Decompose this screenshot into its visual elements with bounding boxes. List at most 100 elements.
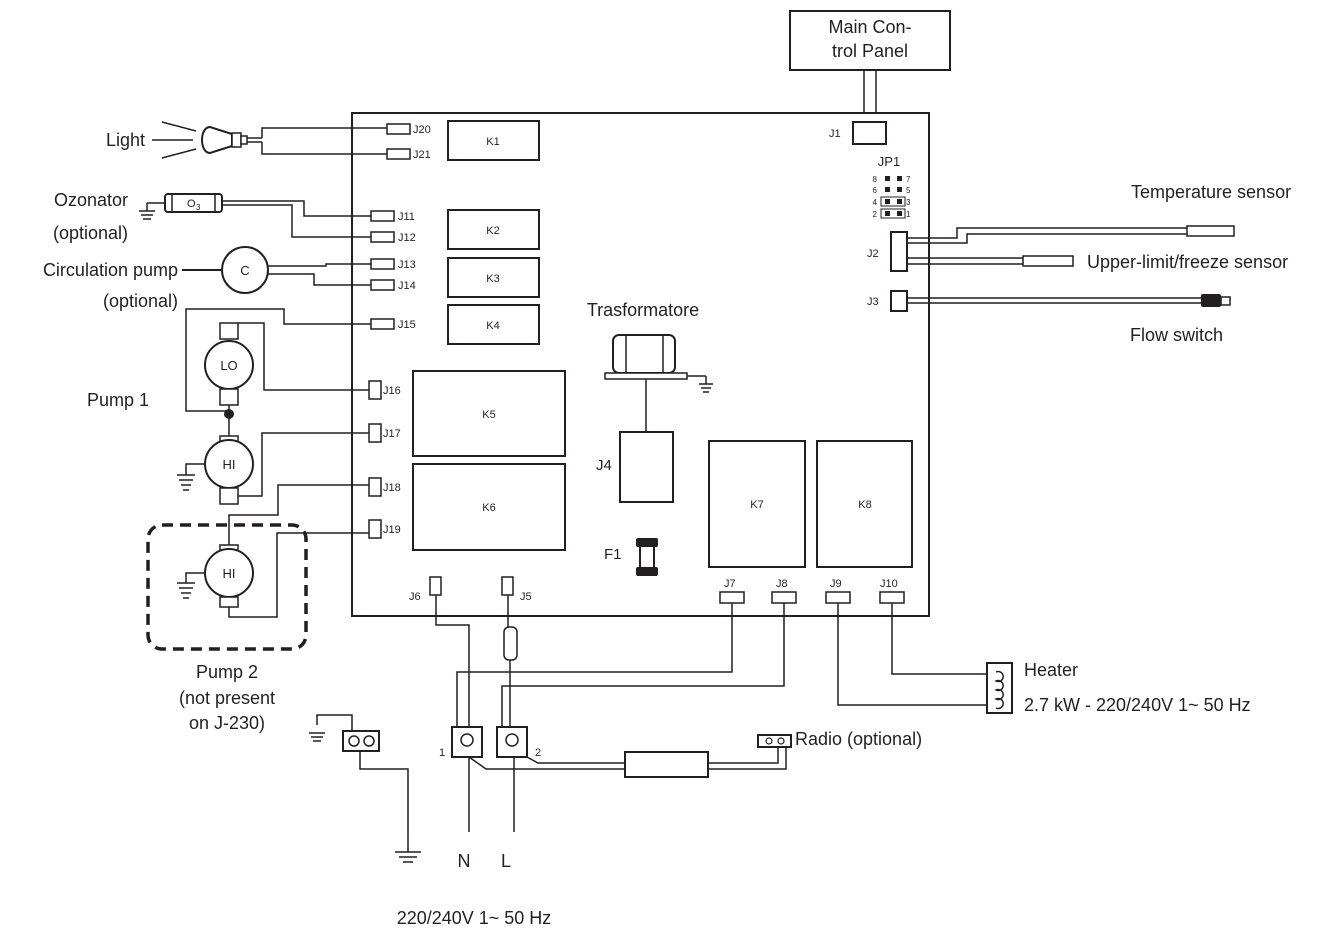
svg-text:F1: F1: [604, 546, 622, 563]
connector-j21: J21: [386, 148, 431, 161]
svg-text:J21: J21: [413, 149, 431, 161]
relay-k4: K4: [447, 304, 540, 345]
ozonator-symbol: O: [187, 198, 196, 210]
flow-switch-label: Flow switch: [1130, 325, 1223, 345]
terminal-2: [496, 726, 528, 758]
earth-terminal: [309, 714, 421, 863]
svg-text:7: 7: [906, 175, 911, 184]
svg-text:K1: K1: [486, 136, 499, 148]
svg-text:J5: J5: [520, 591, 532, 603]
svg-text:J15: J15: [398, 319, 416, 331]
ozonator-label-line2: (optional): [53, 223, 128, 243]
connector-j17: J17: [368, 423, 401, 443]
connector-j13: J13: [370, 258, 416, 271]
heater-spec: 2.7 kW - 220/240V 1~ 50 Hz: [1024, 695, 1251, 715]
connector-j3: J3: [867, 290, 908, 312]
relay-k3: K3: [447, 257, 540, 298]
svg-text:J7: J7: [724, 578, 736, 590]
svg-text:J11: J11: [398, 211, 415, 223]
pump-2-label-line2: (not present: [179, 688, 275, 708]
connector-j4: J4: [596, 431, 674, 503]
main-control-panel: Main Con- trol Panel: [789, 10, 951, 122]
svg-text:J17: J17: [383, 428, 401, 440]
svg-text:J16: J16: [383, 385, 401, 397]
connector-j15: J15: [370, 318, 416, 331]
svg-text:6: 6: [873, 186, 878, 195]
svg-text:J18: J18: [383, 482, 401, 494]
circulation-pump-label-line1: Circulation pump: [43, 260, 178, 280]
control-panel-label-line1: Main Con-: [828, 17, 911, 37]
connector-j19: J19: [368, 519, 401, 539]
relay-k2: K2: [447, 209, 540, 250]
svg-text:K6: K6: [482, 502, 495, 514]
svg-text:K7: K7: [750, 499, 763, 511]
svg-text:5: 5: [906, 186, 911, 195]
svg-text:J19: J19: [383, 524, 401, 536]
neutral-label: N: [458, 851, 471, 871]
ozonator-subscript: 3: [196, 203, 201, 212]
transformer: Trasformatore: [587, 300, 713, 432]
connector-j1: J1: [829, 121, 887, 145]
pump-1-hi-label: HI: [223, 457, 236, 472]
svg-text:K3: K3: [486, 273, 499, 285]
heater: Heater 2.7 kW - 220/240V 1~ 50 Hz: [837, 603, 1251, 715]
ozonator: Ozonator (optional) O 3: [53, 190, 371, 243]
temperature-sensor: Temperature sensor: [907, 182, 1291, 244]
connector-j14: J14: [370, 279, 416, 292]
mains-spec-label: 220/240V 1~ 50 Hz: [397, 908, 552, 928]
svg-text:4: 4: [873, 198, 878, 207]
svg-text:J6: J6: [409, 591, 421, 603]
transformer-label: Trasformatore: [587, 300, 699, 320]
terminal-1: [451, 726, 483, 758]
svg-text:J14: J14: [398, 280, 416, 292]
connector-j12: J12: [370, 231, 416, 244]
radio-label: Radio (optional): [795, 729, 922, 749]
fuse-f1: F1: [604, 538, 658, 576]
circulation-pump-symbol: C: [240, 263, 249, 278]
svg-text:J1: J1: [829, 128, 841, 140]
pump-2: HI Pump 2 (not present on J-230): [146, 484, 369, 733]
connector-j20: J20: [386, 123, 431, 136]
svg-text:K4: K4: [486, 320, 499, 332]
light: Light: [106, 121, 387, 159]
pump-1: Pump 1 LO HI: [87, 308, 371, 505]
pump-2-hi-label: HI: [223, 566, 236, 581]
control-panel-label-line2: trol Panel: [832, 41, 908, 61]
svg-text:3: 3: [906, 198, 911, 207]
line-label: L: [501, 851, 511, 871]
flow-switch: Flow switch: [907, 294, 1231, 345]
relay-k1: K1: [447, 120, 540, 161]
connector-j16: J16: [368, 380, 401, 400]
upper-limit-sensor-label: Upper-limit/freeze sensor: [1087, 252, 1288, 272]
upper-limit-freeze-sensor: Upper-limit/freeze sensor: [907, 252, 1288, 272]
circulation-pump: Circulation pump (optional) C: [43, 246, 371, 311]
connector-j2: J2: [867, 231, 908, 272]
relay-k7: K7: [708, 440, 806, 568]
pump-1-lo-label: LO: [220, 358, 237, 373]
svg-text:J8: J8: [776, 578, 788, 590]
svg-text:J9: J9: [830, 578, 842, 590]
connector-j18: J18: [368, 477, 401, 497]
svg-text:J12: J12: [398, 232, 416, 244]
pump-1-label: Pump 1: [87, 390, 149, 410]
radio: Radio (optional): [468, 729, 922, 778]
pump-2-label-line1: Pump 2: [196, 662, 258, 682]
svg-text:K8: K8: [858, 499, 871, 511]
svg-text:1: 1: [906, 210, 911, 219]
svg-text:K5: K5: [482, 409, 495, 421]
circulation-pump-label-line2: (optional): [103, 291, 178, 311]
temperature-sensor-label: Temperature sensor: [1131, 182, 1291, 202]
svg-text:8: 8: [873, 175, 878, 184]
svg-text:J2: J2: [867, 248, 879, 260]
svg-text:J4: J4: [596, 457, 612, 474]
connector-j11: J11: [370, 210, 415, 223]
terminal-2-label: 2: [535, 747, 541, 759]
svg-text:J3: J3: [867, 296, 879, 308]
terminal-1-label: 1: [439, 747, 445, 759]
light-label: Light: [106, 130, 145, 150]
ozonator-label-line1: Ozonator: [54, 190, 128, 210]
relay-k5: K5: [412, 370, 566, 457]
svg-text:K2: K2: [486, 225, 499, 237]
svg-text:2: 2: [873, 210, 878, 219]
